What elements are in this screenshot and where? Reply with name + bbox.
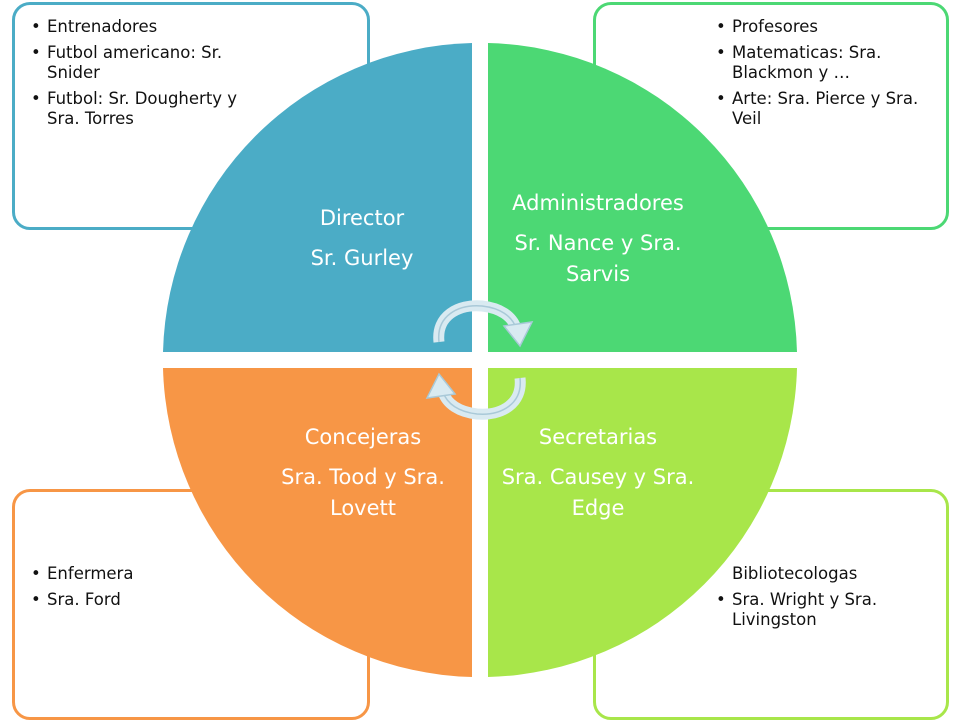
quadrant-title: Administradores [512,191,684,215]
counselors-quadrant [163,368,472,677]
administrators-label: Administradores Sr. Nance y Sra. Sarvis [494,188,702,290]
list-item: Futbol: Sr. Dougherty y Sra. Torres [31,89,261,129]
list-item: Profesores [716,17,948,37]
list-item: Futbol americano: Sr. Snider [31,43,261,83]
secretaries-label: Secretarias Sra. Causey y Sra. Edge [494,422,702,524]
quadrant-names: Sra. Causey y Sra. Edge [501,465,695,520]
list-item: Bibliotecologas [732,564,858,583]
cycle-arrows-icon [425,300,534,420]
list-item: Sra. Wright y Sra. Livingston [716,590,948,630]
coaches-list: Entrenadores Futbol americano: Sr. Snide… [31,17,261,135]
teachers-list: Profesores Matematicas: Sra. Blackmon y … [716,17,948,135]
list-item: Sra. Ford [31,590,231,610]
director-label: Director Sr. Gurley [262,203,462,274]
list-item: Entrenadores [31,17,261,37]
counselors-label: Concejeras Sra. Tood y Sra. Lovett [258,422,468,524]
nurse-list: Enfermera Sra. Ford [31,564,231,616]
quadrant-names: Sra. Tood y Sra. Lovett [281,465,445,520]
list-item: Enfermera [31,564,231,584]
librarians-box: Bibliotecologas Sra. Wright y Sra. Livin… [593,489,949,720]
quadrant-title: Secretarias [538,425,658,449]
secretaries-quadrant [488,368,797,677]
administrators-quadrant [488,43,797,352]
director-quadrant [163,43,472,352]
quadrant-title: Director [319,206,405,230]
list-item: Arte: Sra. Pierce y Sra. Veil [716,89,948,129]
list-item: Matematicas: Sra. Blackmon y … [716,43,948,83]
quadrant-names: Sr. Gurley [310,246,414,270]
quadrant-title: Concejeras [304,425,422,449]
librarians-list: Bibliotecologas Sra. Wright y Sra. Livin… [716,564,948,636]
quadrant-names: Sr. Nance y Sra. Sarvis [514,231,682,286]
